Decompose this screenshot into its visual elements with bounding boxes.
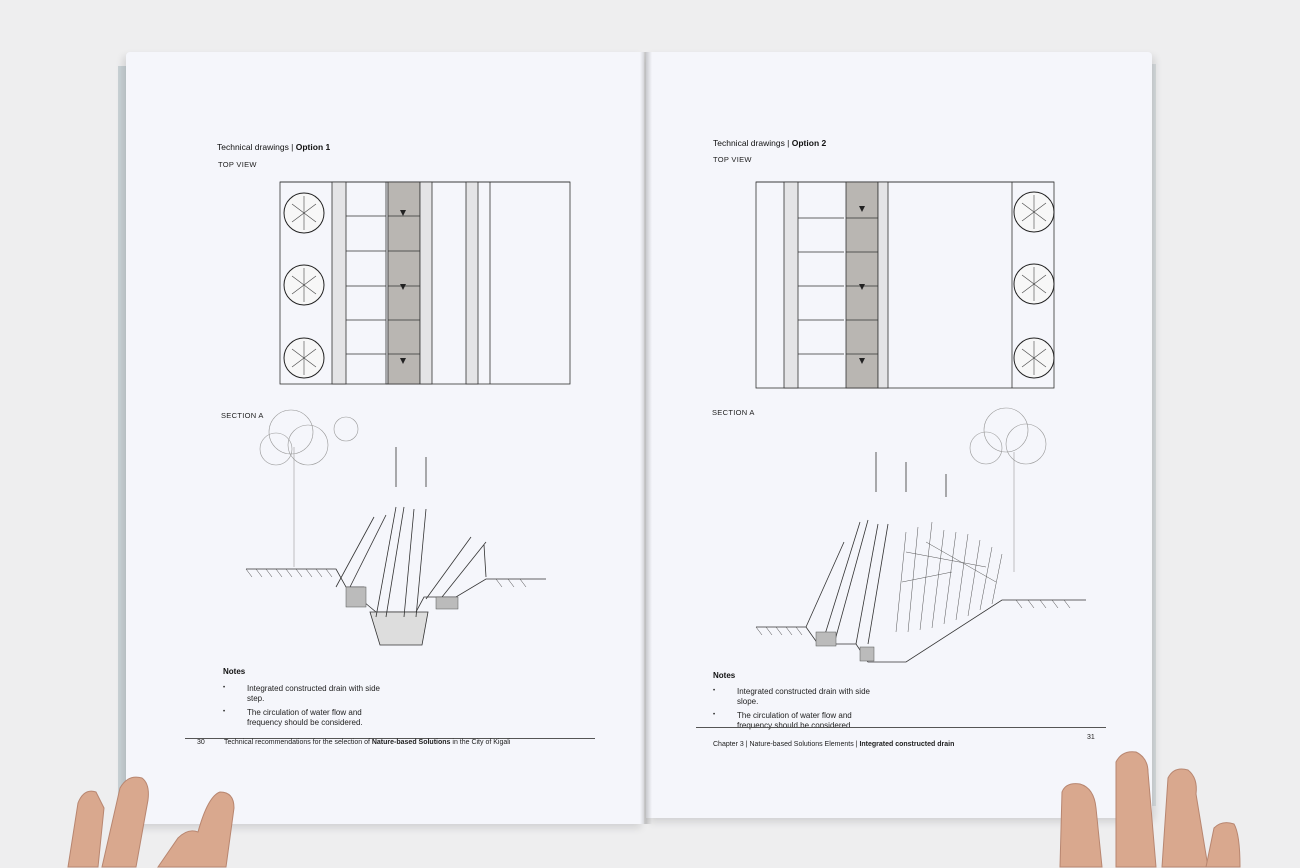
right-top-view-drawing — [755, 181, 1055, 389]
right-footer-text: Chapter 3 | Nature-based Solutions Eleme… — [713, 741, 955, 748]
left-footer-rule — [185, 738, 595, 739]
right-note-item: Integrated constructed drain with side s… — [713, 687, 888, 706]
left-page: Technical drawings | Option 1 TOP VIEW — [126, 52, 644, 824]
left-top-view-label: TOP VIEW — [218, 160, 257, 169]
right-notes-list: Integrated constructed drain with side s… — [713, 687, 888, 735]
left-top-view-drawing — [279, 181, 571, 385]
page-stack-edge-right — [1150, 64, 1156, 806]
right-footer-rule — [696, 727, 1106, 728]
left-section-drawing — [245, 409, 546, 646]
left-heading: Technical drawings | Option 1 — [217, 142, 331, 152]
left-note-item: Integrated constructed drain with side s… — [223, 684, 393, 703]
right-top-view-label: TOP VIEW — [713, 155, 752, 164]
left-section-label: SECTION A — [221, 411, 264, 420]
left-footer-text: Technical recommendations for the select… — [224, 739, 511, 746]
right-section-label: SECTION A — [712, 408, 755, 417]
book-gutter — [640, 52, 652, 824]
right-heading: Technical drawings | Option 2 — [713, 138, 827, 148]
left-page-number: 30 — [197, 739, 205, 746]
right-page: Technical drawings | Option 2 TOP VIEW — [646, 52, 1152, 818]
left-hand — [67, 776, 235, 868]
left-notes-list: Integrated constructed drain with side s… — [223, 684, 393, 732]
right-section-drawing — [755, 407, 1086, 663]
right-page-number: 31 — [1087, 734, 1095, 741]
left-note-item: The circulation of water flow and freque… — [223, 708, 393, 727]
left-notes-title: Notes — [223, 667, 246, 676]
right-note-item: The circulation of water flow and freque… — [713, 711, 888, 730]
right-notes-title: Notes — [713, 671, 736, 680]
right-hand — [1059, 751, 1241, 868]
page-stack-edge — [118, 66, 128, 818]
